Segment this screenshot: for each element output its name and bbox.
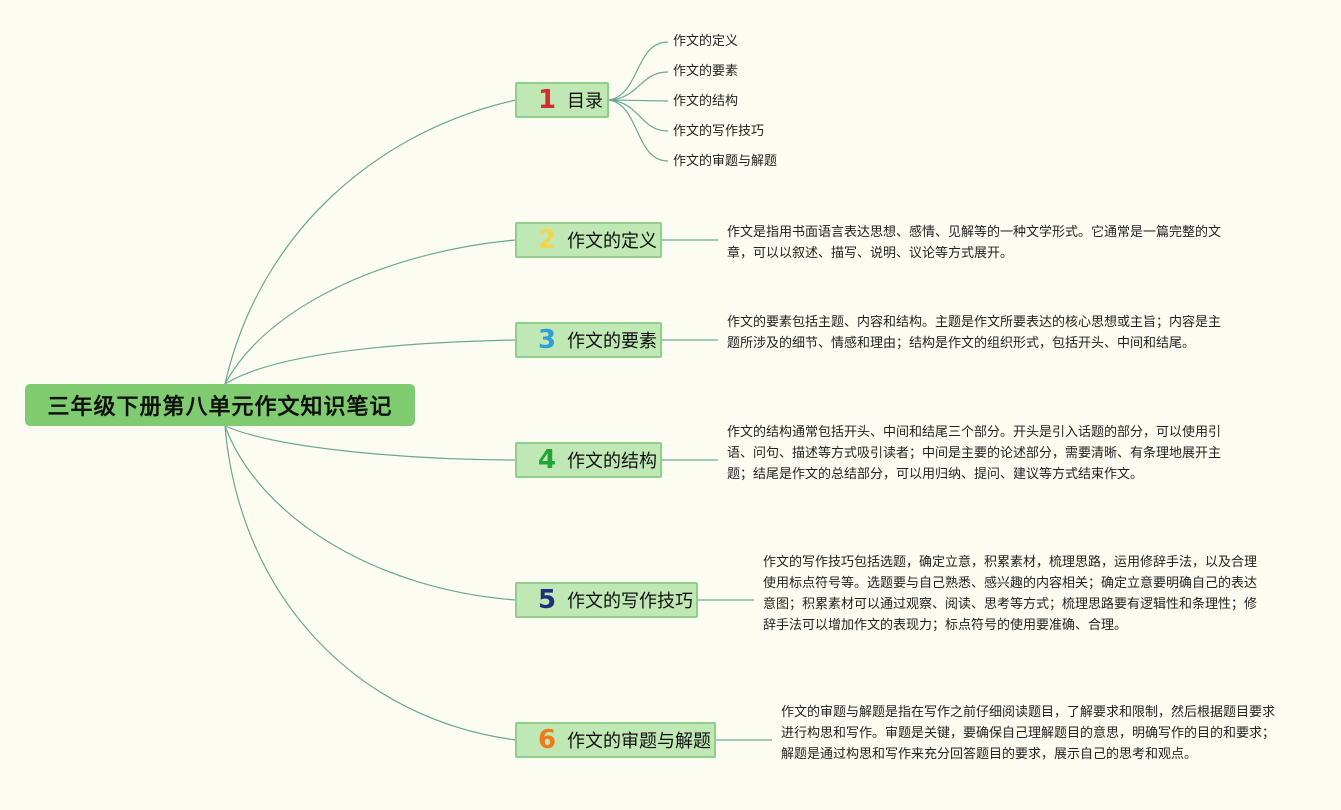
note-topic-analysis[interactable]: 作文的审题与解题是指在写作之前仔细阅读题目，了解要求和限制，然后根据题目要求进行… bbox=[781, 705, 1276, 762]
branch-definition[interactable]: 2 作文的定义 bbox=[515, 222, 662, 258]
branch-contents[interactable]: 1 目录 bbox=[515, 82, 609, 118]
number-five-icon: 5 bbox=[537, 585, 557, 615]
toc-item[interactable]: 作文的结构 bbox=[673, 94, 739, 109]
branch-label: 作文的写作技巧 bbox=[567, 591, 693, 612]
branch-structure[interactable]: 4 作文的结构 bbox=[515, 442, 662, 478]
number-two-icon: 2 bbox=[537, 225, 557, 255]
branch-label: 目录 bbox=[567, 91, 603, 112]
branch-label: 作文的定义 bbox=[567, 231, 657, 252]
toc-item[interactable]: 作文的审题与解题 bbox=[673, 154, 778, 169]
number-six-icon: 6 bbox=[537, 725, 557, 755]
branch-topic-analysis[interactable]: 6 作文的审题与解题 bbox=[515, 722, 716, 758]
branch-techniques[interactable]: 5 作文的写作技巧 bbox=[515, 582, 698, 618]
number-one-icon: 1 bbox=[537, 85, 557, 115]
number-three-icon: 3 bbox=[537, 325, 557, 355]
note-structure[interactable]: 作文的结构通常包括开头、中间和结尾三个部分。开头是引入话题的部分，可以使用引语、… bbox=[727, 425, 1222, 482]
note-techniques[interactable]: 作文的写作技巧包括选题，确定立意，积累素材，梳理思路，运用修辞手法，以及合理使用… bbox=[763, 555, 1258, 633]
toc-item[interactable]: 作文的写作技巧 bbox=[673, 124, 765, 139]
number-four-icon: 4 bbox=[537, 445, 557, 475]
branch-label: 作文的要素 bbox=[567, 331, 657, 352]
toc-item[interactable]: 作文的定义 bbox=[673, 34, 739, 49]
branch-label: 作文的审题与解题 bbox=[567, 731, 711, 752]
note-definition[interactable]: 作文是指用书面语言表达思想、感情、见解等的一种文学形式。它通常是一篇完整的文章，… bbox=[727, 225, 1222, 261]
root-topic[interactable]: 三年级下册第八单元作文知识笔记 bbox=[25, 384, 415, 426]
toc-item[interactable]: 作文的要素 bbox=[673, 64, 739, 79]
note-elements[interactable]: 作文的要素包括主题、内容和结构。主题是作文所要表达的核心思想或主旨；内容是主题所… bbox=[727, 315, 1222, 351]
branch-label: 作文的结构 bbox=[567, 451, 657, 472]
branch-elements[interactable]: 3 作文的要素 bbox=[515, 322, 662, 358]
root-title: 三年级下册第八单元作文知识笔记 bbox=[47, 395, 393, 420]
